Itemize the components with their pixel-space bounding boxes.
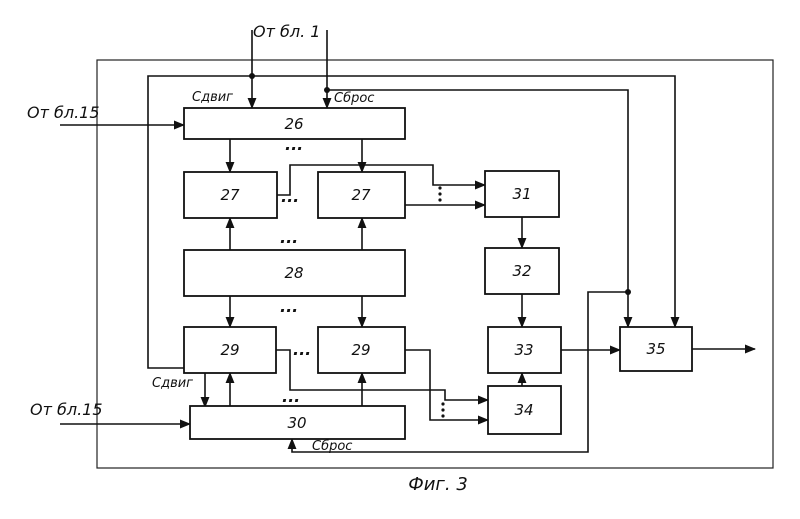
block-34-label: 34 [514,401,533,419]
block-29-right-label: 29 [351,341,370,359]
ellipsis-26: ... [285,135,303,154]
block-29-right: 29 [318,327,405,373]
block-26-label: 26 [284,115,303,133]
block-35: 35 [620,327,692,371]
block-34: 34 [488,386,561,434]
block-31: 31 [485,171,559,217]
shift-bottom-label: Сдвиг [152,376,193,391]
block-35-label: 35 [646,340,665,358]
block-27-left: 27 [184,172,277,218]
from-block-1-label: От бл. 1 [253,22,320,41]
ellipsis-29: ... [293,340,311,359]
block-32-label: 32 [512,262,531,280]
ellipsis-27: ... [281,187,299,206]
block-27-left-label: 27 [220,186,240,204]
ellipsis-30: ... [282,387,300,406]
block-32: 32 [485,248,559,294]
block-27-right-label: 27 [351,186,371,204]
block-29-left-label: 29 [220,341,239,359]
block-29-left: 29 [184,327,276,373]
block-27-right: 27 [318,172,405,218]
ellipsis-28-bottom: ... [280,297,298,316]
reset-top-label: Сброс [334,91,374,106]
block-28-label: 28 [284,264,303,282]
figure-caption: Фиг. 3 [408,474,468,495]
block-33-label: 33 [514,341,533,359]
block-30-label: 30 [287,414,306,432]
from-block-15-bottom-label: От бл.15 [30,400,103,419]
bus-dots [438,186,444,417]
reset-bottom-label: Сброс [312,439,352,454]
ellipsis-28-top: ... [280,228,298,247]
block-28: 28 [184,250,405,296]
block-33: 33 [488,327,561,373]
shift-top-label: Сдвиг [192,90,233,105]
from-block-15-top-label: От бл.15 [27,103,100,122]
block-31-label: 31 [512,185,531,203]
block-30: 30 [190,406,405,439]
